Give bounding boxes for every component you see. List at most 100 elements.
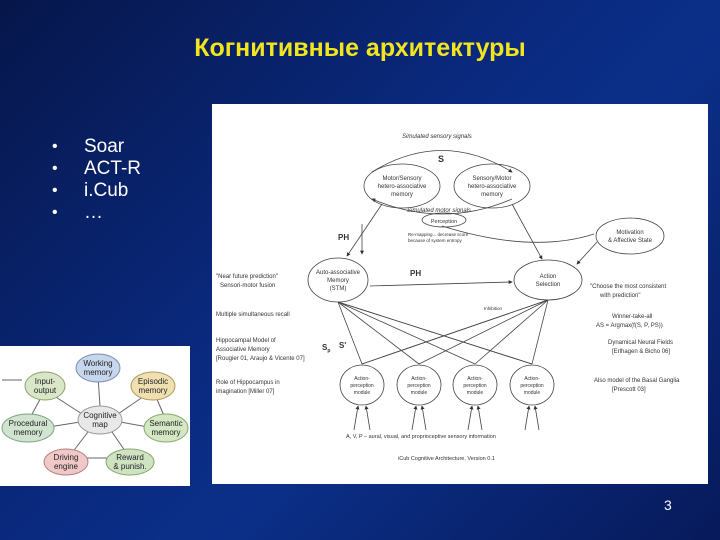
bullet-symbol: • — [52, 204, 58, 221]
s-prime-label: S' — [339, 341, 346, 350]
memory-systems-svg: Working memory Input- output Episodic me… — [1, 353, 189, 476]
role-hippo-line-2: imagination [Miller 07] — [216, 389, 275, 395]
perception-label: Perception — [431, 219, 457, 225]
sp-main: S — [322, 343, 328, 352]
procedural-memory-node — [1, 413, 55, 443]
bullet-text: Soar — [84, 136, 125, 157]
module-1-line-1: Action- — [354, 376, 370, 382]
winner-line-1: Winner-take-all — [612, 314, 652, 320]
bullet-list: •Soar •ACT-R •i.Cub •… — [52, 136, 141, 224]
module-1-line-2: perception — [350, 383, 374, 389]
bullet-item: •… — [52, 202, 141, 224]
motor-sensory-line-1: Motor/Sensory — [382, 176, 421, 182]
episodic-line-2: memory — [139, 386, 168, 395]
action-selection-line-1: Action — [540, 274, 557, 280]
memory-systems-diagram: Working memory Input- output Episodic me… — [0, 346, 190, 486]
cognitive-line-1: Cognitive — [83, 411, 117, 420]
input-output-node — [24, 371, 66, 401]
semantic-line-1: Semantic — [149, 419, 182, 428]
action-selection-node — [513, 259, 583, 301]
episodic-memory-node — [130, 371, 176, 401]
sensory-motor-node — [453, 163, 531, 209]
bullet-text: ACT-R — [84, 158, 141, 179]
icub-architecture-diagram: Simulated sensory signals S Motor/Sensor… — [212, 104, 708, 484]
sim-motor-label: Simulated motor signals — [407, 208, 471, 214]
module-4-line-1: Action- — [524, 376, 540, 382]
top-label: Simulated sensory signals — [402, 134, 472, 140]
motor-sensory-line-3: memory — [391, 192, 413, 198]
working-line-1: Working — [83, 359, 112, 368]
semantic-memory-node — [143, 413, 189, 443]
module-4-line-3: module — [524, 390, 541, 396]
reward-line-2: & punish. — [113, 462, 146, 471]
module-2-line-3: module — [411, 390, 428, 396]
module-2-line-2: perception — [407, 383, 431, 389]
winner-line-2: AS = Argmax(f(S, P, PS)) — [596, 323, 663, 329]
inhibition-label: Inhibition — [484, 306, 503, 311]
cognitive-map-node — [77, 405, 123, 435]
bullet-symbol: • — [52, 160, 58, 177]
module-4-line-2: perception — [520, 383, 544, 389]
basal-line-1: Also model of the Basal Ganglia — [594, 378, 680, 384]
action-perception-module-3 — [452, 364, 498, 406]
bullet-symbol: • — [52, 138, 58, 155]
episodic-line-1: Episodic — [138, 377, 168, 386]
perception-note-2: because of system entropy — [408, 238, 463, 243]
choose-line-1: "Choose the most consistent — [590, 284, 667, 290]
working-line-2: memory — [84, 368, 113, 377]
module-3-line-3: module — [467, 390, 484, 396]
role-hippo-line-1: Role of Hippocampus in — [216, 380, 280, 386]
input-line-1: Input- — [35, 377, 56, 386]
bullet-item: • Soar — [52, 136, 141, 158]
driving-engine-node — [43, 448, 89, 476]
motor-sensory-node — [363, 163, 441, 209]
sp-label: Sp — [322, 343, 330, 354]
bullet-item: • ACT-R — [52, 158, 141, 180]
action-perception-module-1 — [339, 364, 385, 406]
reward-line-1: Reward — [116, 453, 144, 462]
module-2-line-1: Action- — [411, 376, 427, 382]
bullet-text: i.Cub — [84, 180, 129, 201]
slide-title: Когнитивные архитектуры — [194, 34, 526, 62]
module-3-line-1: Action- — [467, 376, 483, 382]
hippo-model-line-1: Hippocampal Model of — [216, 338, 276, 344]
sp-subscript: p — [327, 348, 330, 354]
auto-assoc-line-1: Auto-associative — [316, 270, 361, 276]
ph-left-label: PH — [338, 233, 349, 242]
architecture-svg: Simulated sensory signals S Motor/Sensor… — [216, 134, 680, 462]
action-selection-line-2: Selection — [536, 282, 561, 288]
module-1-line-3: module — [354, 390, 371, 396]
auto-assoc-line-2: Memory — [327, 278, 349, 284]
bullet-symbol: • — [52, 182, 58, 199]
motivation-line-1: Motivation — [616, 230, 643, 236]
perception-note-1: Re-mapping... decrease score — [408, 232, 469, 237]
bullet-text: … — [84, 202, 103, 223]
choose-line-2: with prediction" — [599, 293, 640, 299]
page-number: 3 — [664, 497, 672, 513]
sensory-motor-line-1: Sensory/Motor — [472, 176, 511, 182]
motor-sensory-line-2: hetero-associative — [378, 184, 427, 190]
working-memory-node — [75, 353, 121, 383]
procedural-line-1: Procedural — [9, 419, 48, 428]
reward-punish-node — [105, 448, 155, 476]
bullet-item: • i.Cub — [52, 180, 141, 202]
ph-mid-label: PH — [410, 269, 421, 278]
sensory-motor-line-3: memory — [481, 192, 503, 198]
sensory-motor-line-2: hetero-associative — [468, 184, 517, 190]
dnf-line-2: [Erlhagen & Bicho 06] — [612, 349, 670, 355]
action-perception-module-2 — [396, 364, 442, 406]
auto-assoc-line-3: (STM) — [330, 286, 347, 292]
basal-line-2: [Prescott 03] — [612, 387, 646, 393]
hippo-model-line-2: Associative Memory — [216, 347, 270, 353]
driving-line-2: engine — [54, 462, 79, 471]
module-3-line-2: perception — [463, 383, 487, 389]
driving-line-1: Driving — [54, 453, 79, 462]
near-future-line-1: "Near future prediction" — [216, 274, 278, 280]
hippo-model-line-3: [Rougier 01, Araujo & Vicente 07] — [216, 356, 305, 362]
s-label: S — [438, 154, 444, 164]
input-line-2: output — [34, 386, 57, 395]
procedural-line-2: memory — [14, 428, 43, 437]
action-perception-module-4 — [509, 364, 555, 406]
near-future-line-2: Sensori-motor fusion — [220, 283, 275, 289]
diagram-footer: iCub Cognitive Architecture, Version 0.1 — [398, 456, 495, 462]
